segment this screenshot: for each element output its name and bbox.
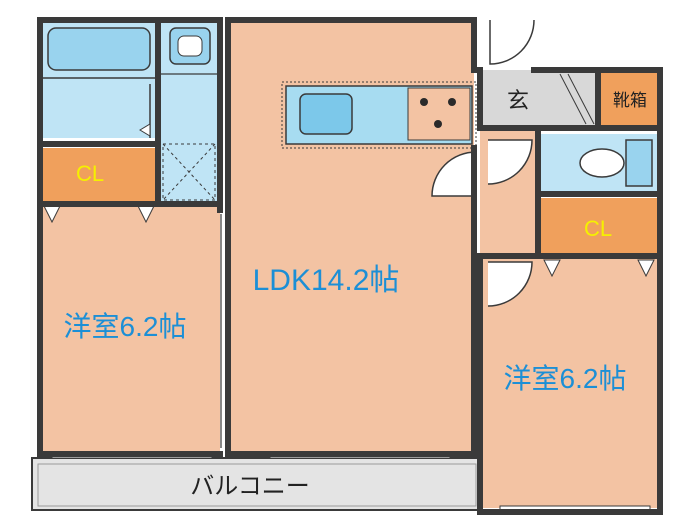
cl-left-label: CL	[76, 161, 104, 186]
western-room-right-label: 洋室6.2帖	[504, 363, 627, 394]
closet-right-door-b	[637, 259, 655, 278]
bath-door-mark	[139, 123, 151, 137]
entrance-label: 玄	[507, 88, 529, 113]
washing-machine-pan-icon	[162, 143, 216, 201]
entrance-door-arc	[489, 19, 535, 65]
toilet-tank	[625, 139, 653, 187]
burner-1	[420, 98, 428, 106]
balcony-label: バルコニー	[190, 473, 310, 500]
washer-cross-b	[162, 143, 216, 201]
shoe-box	[598, 70, 660, 128]
stove-icon	[407, 87, 471, 141]
cl-left-tag	[60, 156, 120, 188]
toilet-door-arc	[487, 139, 533, 185]
ldk-room	[228, 20, 474, 454]
burner-3	[434, 120, 442, 128]
closet-right-door-a	[543, 259, 561, 278]
kitchen-sink-icon	[299, 93, 353, 135]
balcony	[31, 457, 483, 511]
toilet-icon	[579, 148, 625, 178]
shoe-box-label: 靴箱	[613, 91, 647, 110]
kitchen-counter-outline	[281, 81, 477, 149]
walls	[37, 17, 663, 515]
room-right-door-arc	[487, 261, 533, 307]
washbasin-bowl	[177, 35, 203, 57]
bathtub-icon	[47, 27, 151, 71]
entrance-hall	[480, 70, 598, 128]
ldk-label: LDK14.2帖	[253, 264, 400, 297]
closet-right	[538, 198, 660, 256]
corridor-door-arc	[431, 151, 477, 197]
western-room-left-label: 洋室6.2帖	[64, 311, 187, 342]
western-room-left	[40, 204, 220, 454]
cl-right-label: CL	[584, 216, 612, 241]
burner-2	[448, 98, 456, 106]
hall-sliding-door-2	[567, 73, 595, 125]
hall-sliding-door	[559, 73, 587, 125]
balcony-inner-edge	[37, 463, 477, 507]
